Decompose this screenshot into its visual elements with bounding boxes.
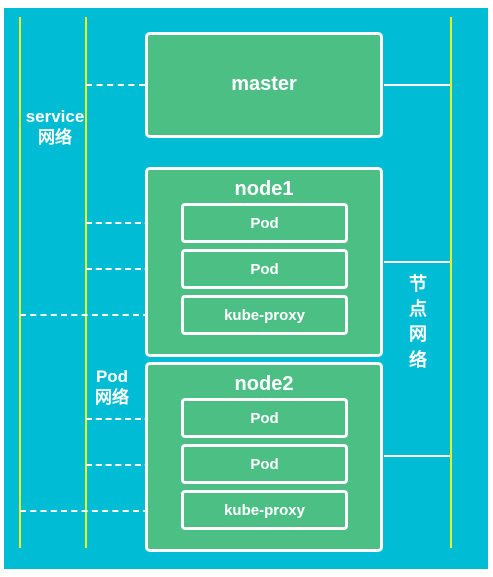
node-network-label-char-4: 络 — [409, 349, 427, 370]
master-box: master — [145, 32, 383, 138]
node2-pod-1: Pod — [181, 398, 348, 438]
node1-proxy-service-connector — [20, 314, 180, 316]
node2-pod2-connector — [86, 464, 180, 466]
pod-network-line — [85, 17, 87, 548]
node2-node-network-connector — [384, 455, 450, 457]
node1-title: node1 — [234, 178, 294, 200]
pod-network-label-line2: 网络 — [95, 388, 129, 408]
node-network-label: 节 点 网 络 — [404, 272, 432, 373]
node1-pod-1: Pod — [181, 203, 348, 243]
node1-pod1-connector — [86, 222, 180, 224]
diagram-canvas: master node1 Pod Pod kube-proxy node2 Po… — [4, 8, 488, 569]
node1-node-network-connector — [384, 261, 450, 263]
service-network-line — [19, 17, 21, 548]
master-node-network-connector — [384, 84, 450, 86]
node1-pod-2: Pod — [181, 249, 348, 289]
service-network-label-line1: service — [25, 107, 85, 126]
node1-pod2-connector — [86, 268, 180, 270]
pod-network-label: Pod 网络 — [88, 366, 136, 409]
master-pod-network-connector — [86, 84, 145, 86]
node-network-label-char-3: 网 — [409, 324, 427, 345]
node2-title: node2 — [234, 373, 294, 395]
node2-box: node2 Pod Pod kube-proxy — [145, 362, 383, 552]
node2-kube-proxy: kube-proxy — [181, 490, 348, 530]
node2-pod-2: Pod — [181, 444, 348, 484]
service-network-label: service 网络 — [16, 106, 94, 149]
node-network-label-char-1: 节 — [409, 274, 427, 294]
node1-box: node1 Pod Pod kube-proxy — [145, 167, 383, 357]
node-network-line — [450, 17, 452, 548]
node1-kube-proxy: kube-proxy — [181, 295, 348, 335]
node2-proxy-service-connector — [20, 510, 180, 512]
node2-pod1-connector — [86, 418, 180, 420]
service-network-label-line2: 网络 — [38, 128, 72, 148]
master-label: master — [231, 73, 297, 95]
node-network-label-char-2: 点 — [409, 299, 427, 320]
pod-network-label-line1: Pod — [95, 367, 129, 386]
